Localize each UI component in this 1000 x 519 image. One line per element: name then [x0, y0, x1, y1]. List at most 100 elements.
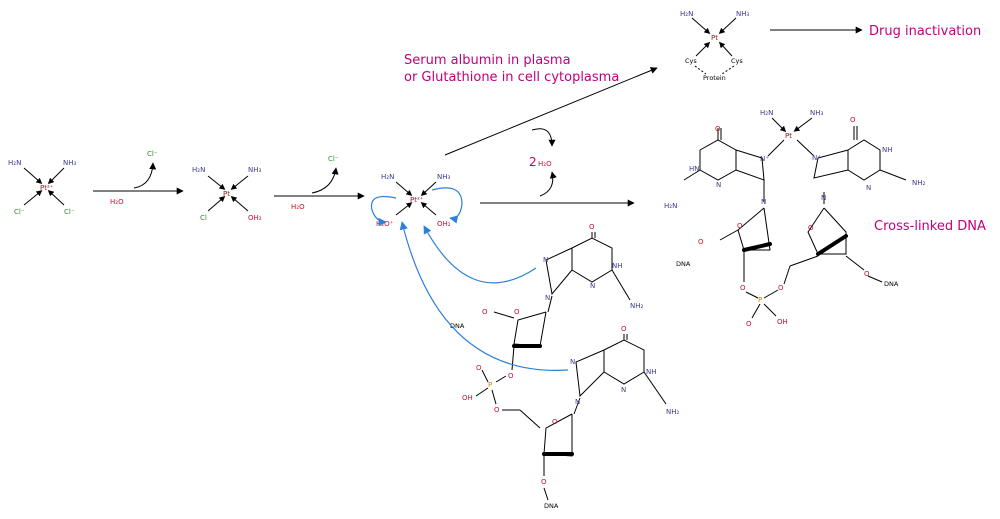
guanine-bottom: O NH N N N NH₂ — [570, 325, 680, 416]
oxygen-label: O — [746, 320, 752, 328]
po-bond — [745, 291, 759, 299]
ligand-bond — [230, 175, 249, 190]
dna-label: DNA — [884, 280, 899, 288]
blue-electron-arrow — [370, 195, 397, 227]
platinum-label: Pt — [711, 34, 718, 42]
pyrimidine-ring — [571, 237, 613, 283]
po-bond — [495, 375, 507, 383]
ligand-bond — [230, 196, 249, 212]
monoaqua-complex: H₂N NH₃ Pt Cl OH₂ — [192, 166, 262, 222]
nh-label: NH — [646, 368, 657, 376]
po-bond — [475, 387, 489, 397]
nh-label: NH — [612, 262, 623, 270]
n7-label: N — [570, 358, 575, 366]
c3-bond — [845, 255, 865, 271]
chloride-label: Cl⁻ — [14, 208, 25, 216]
ammine-label: NH₃ — [437, 173, 451, 181]
o-dna-bond — [867, 275, 883, 283]
ligand-bond — [695, 41, 711, 57]
aqua-label: OH₂ — [437, 220, 451, 228]
c5-bond — [789, 255, 819, 267]
ligand-bond — [47, 189, 65, 206]
curved-arrow — [539, 171, 557, 197]
water-count: 2 — [529, 155, 537, 169]
drug-inactivation-caption: Drug inactivation — [869, 24, 981, 39]
ring-oxygen-label: O — [737, 222, 743, 230]
amine-label: H₂N — [760, 109, 773, 117]
pyrimidine-ring — [699, 139, 737, 181]
amino-label: NH₂ — [630, 302, 644, 310]
phosphorus-label: P — [488, 381, 492, 389]
protein-link — [721, 65, 735, 75]
po-double-bond — [481, 369, 489, 383]
hn-label: HN — [689, 165, 700, 173]
protein-link — [694, 65, 707, 75]
aqua-label: H₂O⁺ — [376, 220, 394, 228]
amino-label: NH₂ — [912, 179, 926, 187]
ligand-bond — [207, 175, 226, 190]
oxygen-label: O — [698, 238, 704, 246]
platinum-label: Pt²⁺ — [40, 184, 54, 192]
chloride-label: Cl — [200, 214, 207, 222]
po-double-bond — [751, 303, 761, 319]
hydroxyl-label: OH — [462, 394, 473, 402]
ammine-label: NH₃ — [248, 166, 262, 174]
po-bond — [491, 389, 497, 405]
ribose-ring — [807, 207, 847, 255]
platinum-label: Pt — [785, 132, 792, 140]
chloride-label: Cl⁻ — [64, 208, 75, 216]
o-dna-bond — [543, 487, 549, 501]
oxygen-label: O — [508, 372, 514, 380]
n7-label: N⁺ — [812, 154, 821, 162]
ring-oxygen-label: O — [514, 308, 520, 316]
amine-label: H₂N — [8, 159, 21, 167]
ring-oxygen-label: O — [808, 224, 814, 232]
protein-label: Protein — [703, 74, 726, 82]
wedge-bond — [742, 242, 772, 252]
oxygen-label: O — [778, 284, 784, 292]
amine-label: H₂N — [381, 173, 394, 181]
aqua-label: OH₂ — [248, 214, 262, 222]
leaving-group-arrow — [133, 162, 157, 189]
imidazole-ring — [545, 247, 573, 296]
amino-bond — [643, 371, 667, 405]
pyrimidine-ring — [847, 139, 881, 181]
water-label: H₂O — [291, 203, 305, 211]
oxygen-label: O — [715, 125, 721, 133]
hydroxyl-label: OH — [777, 318, 788, 326]
reaction-arrow — [444, 67, 658, 156]
cross-linked-dna-structure: Cross-linked DNA H₂N NH₃ Pt O HN N⁺ N N … — [664, 109, 986, 328]
n9-label: N — [761, 198, 766, 206]
imidazole-ring — [813, 149, 849, 179]
cisplatin-complex: H₂N NH₃ Pt²⁺ Cl⁻ Cl⁻ — [8, 159, 77, 216]
aquation-step-2: Cl⁻ H₂O — [274, 155, 365, 211]
c5-bond — [719, 229, 739, 241]
amino-bond — [611, 269, 631, 301]
guanine-top: O NH N N N NH₂ — [543, 223, 644, 313]
serum-branch: Serum albumin in plasma or Glutathione i… — [404, 53, 658, 156]
dna-label: DNA — [676, 260, 691, 268]
glycosidic-bond — [547, 295, 553, 313]
nh-label: NH — [882, 146, 893, 154]
sugar-left: O O DNA O — [676, 207, 772, 292]
n7-label: N — [543, 256, 548, 264]
platinum-label: Pt — [223, 190, 230, 198]
oxygen-label: O — [740, 284, 746, 292]
blue-attack-arrow-bottom — [399, 221, 569, 371]
phosphorus-label: P — [758, 296, 762, 304]
ligand-bond — [395, 181, 413, 196]
cysteine-label: Cys — [731, 57, 743, 65]
ribose-ring — [543, 413, 573, 457]
ligand-bond — [691, 17, 711, 34]
ligand-bond — [771, 117, 787, 133]
pt-n7-bond — [796, 139, 815, 157]
sugar-bottom: O O DNA — [541, 413, 574, 510]
amino-label: NH₂ — [666, 408, 680, 416]
pyrimidine-ring — [603, 339, 645, 385]
phosphate-group-bottom: P O OH O — [462, 364, 541, 429]
dna-strand: O NH N N N NH₂ O O DNA O P O OH O — [450, 223, 680, 510]
nucleophilic-attack-arrows — [399, 221, 569, 371]
n9-label: N — [821, 194, 826, 202]
oxygen-label: O — [494, 406, 500, 414]
n-label: N — [590, 282, 595, 290]
